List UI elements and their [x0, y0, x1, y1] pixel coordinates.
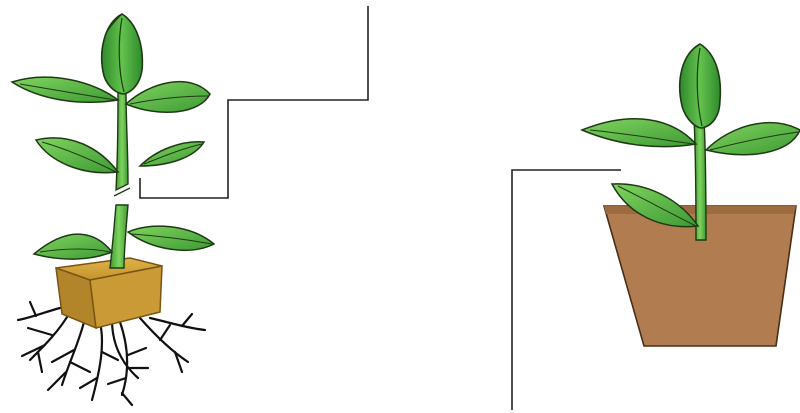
left-panel	[12, 6, 368, 405]
tulip-bud-icon	[680, 44, 721, 128]
soil-block-icon	[56, 258, 162, 328]
stem-upper	[116, 92, 128, 190]
tulip-bud-icon	[102, 14, 143, 94]
stem-right	[694, 118, 706, 240]
right-panel	[512, 44, 800, 410]
